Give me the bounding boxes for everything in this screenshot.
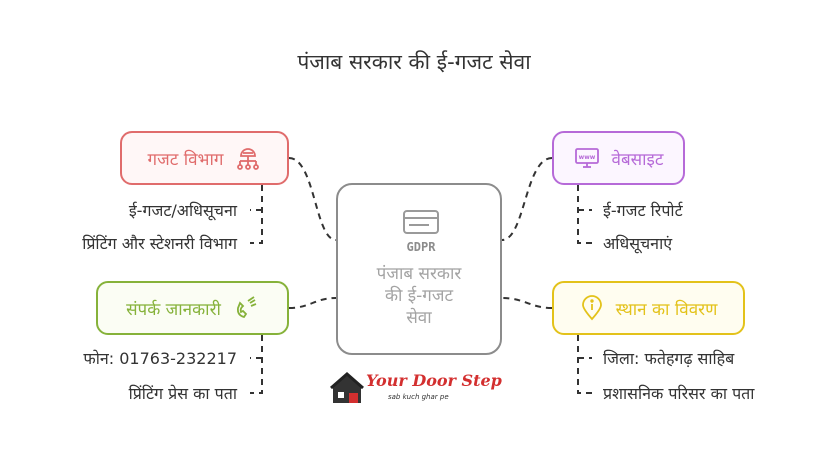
connector-location-leaves	[577, 335, 592, 394]
center-label-line: पंजाब सरकार	[376, 264, 462, 284]
gdpr-text: GDPR	[407, 240, 437, 254]
house-logo-icon	[330, 372, 364, 403]
center-label-line: की ई-गजट	[384, 286, 454, 306]
page-title: पंजाब सरकार की ई-गजट सेवा	[297, 50, 531, 74]
leaf-egazette-report: ई-गजट रिपोर्ट	[603, 201, 683, 220]
center-label: पंजाब सरकार की ई-गजट सेवा	[346, 263, 492, 329]
leaf-admin-complex-address: प्रशासनिक परिसर का पता	[603, 384, 755, 403]
branch-contact-info[interactable]: संपर्क जानकारी	[96, 281, 289, 335]
branch-website-label: वेबसाइट	[611, 149, 664, 170]
document-window-icon: GDPR	[401, 209, 441, 259]
svg-text:www: www	[578, 154, 595, 161]
leaf-notifications: अधिसूचनाएं	[603, 234, 673, 253]
branch-location-label: स्थान का विवरण	[615, 299, 718, 320]
leaf-printing-stationery: प्रिंटिंग और स्टेशनरी विभाग	[82, 234, 237, 253]
connector-website-leaves	[577, 185, 592, 244]
branch-gazette-label: गजट विभाग	[147, 149, 224, 170]
phone-signal-icon	[233, 295, 259, 321]
logo-tagline: sab kuch ghar pe	[388, 393, 449, 401]
logo-text: Your Door Step	[366, 371, 502, 390]
center-label-line: सेवा	[406, 308, 432, 328]
network-hierarchy-icon	[235, 145, 261, 171]
connector-gazette	[288, 157, 337, 241]
center-node: GDPR पंजाब सरकार की ई-गजट सेवा	[336, 183, 502, 355]
connector-contact-leaves	[250, 335, 263, 394]
leaf-phone-number: फोन: 01763-232217	[83, 349, 237, 368]
branch-gazette-department[interactable]: गजट विभाग	[120, 131, 289, 185]
connector-website	[501, 157, 553, 241]
leaf-egazette-notification: ई-गजट/अधिसूचना	[128, 201, 237, 220]
branch-website[interactable]: www वेबसाइट	[552, 131, 685, 185]
www-monitor-icon: www	[574, 146, 600, 170]
connector-contact	[288, 297, 337, 309]
connector-location	[501, 297, 553, 309]
info-pin-icon	[580, 295, 604, 321]
branch-contact-label: संपर्क जानकारी	[126, 299, 221, 320]
your-door-step-logo: Your Door Step sab kuch ghar pe	[330, 367, 502, 413]
leaf-printing-press-address: प्रिंटिंग प्रेस का पता	[128, 384, 237, 403]
connector-gazette-leaves	[250, 185, 263, 244]
leaf-district: जिला: फतेहगढ़ साहिब	[603, 349, 735, 368]
branch-location-details[interactable]: स्थान का विवरण	[552, 281, 745, 335]
